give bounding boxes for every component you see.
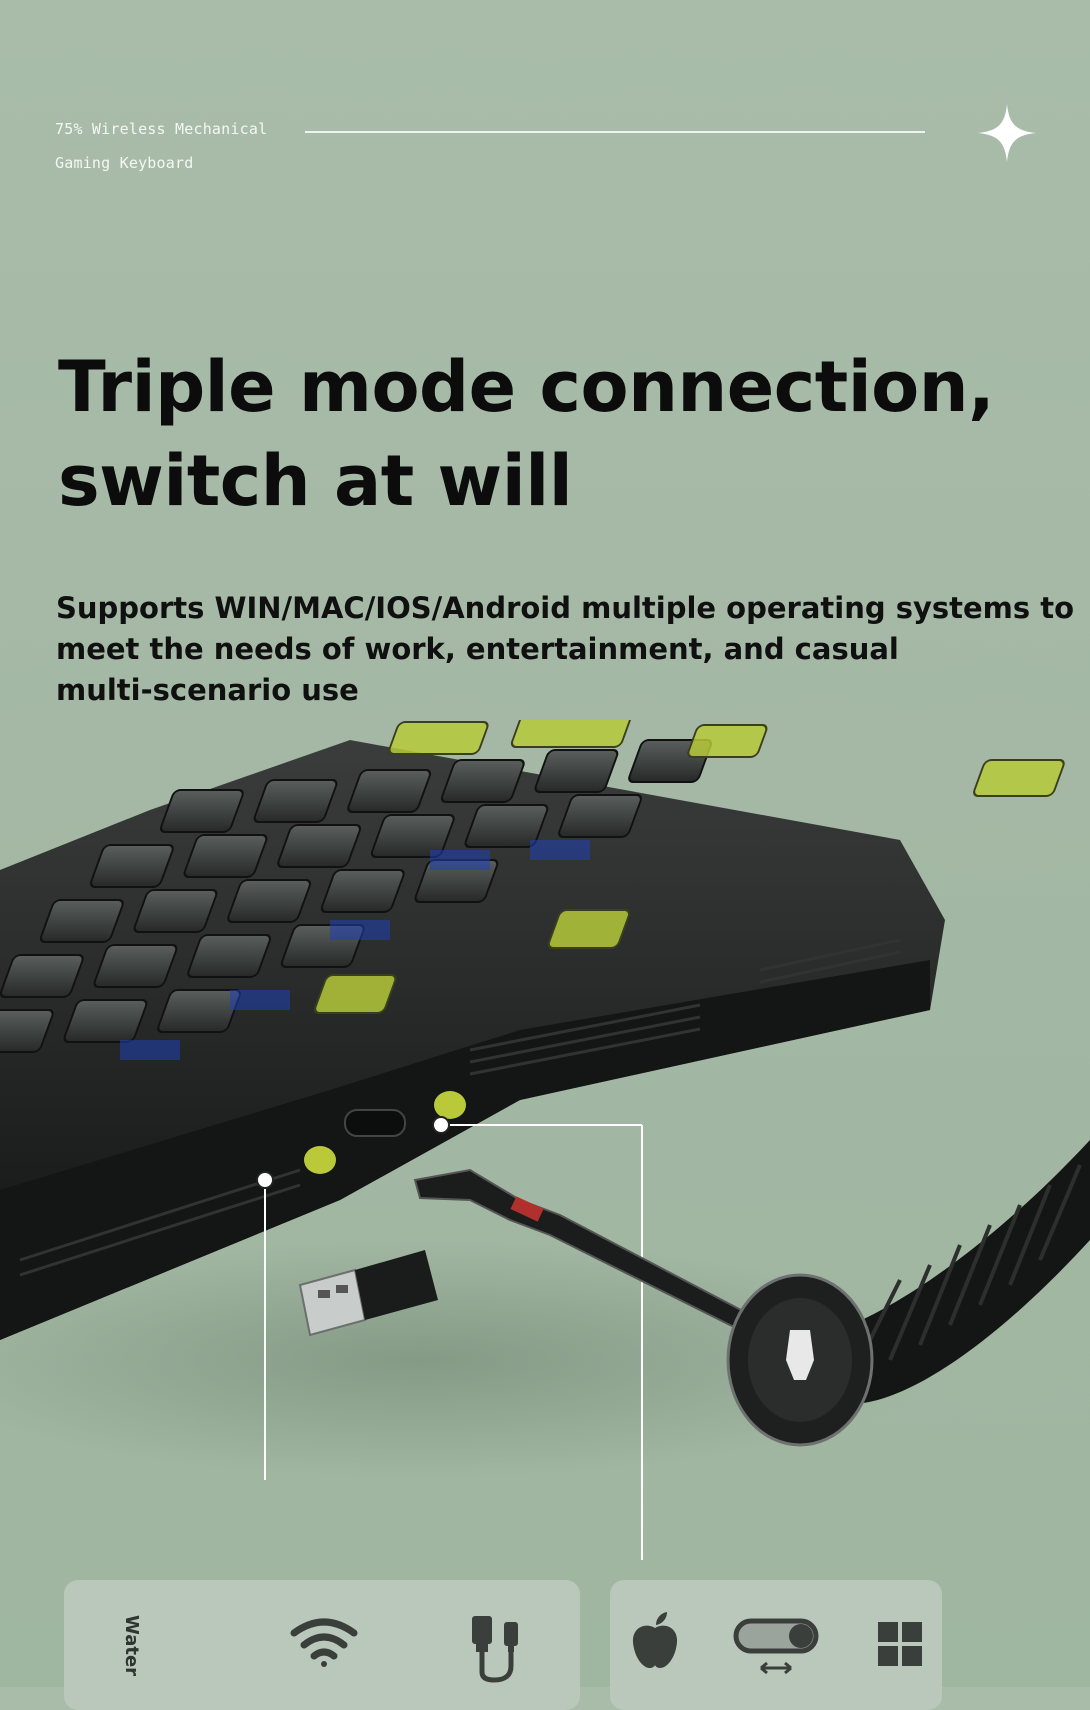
bottom-label: Water <box>121 1615 142 1677</box>
title-line-1: Triple mode connection, <box>58 346 995 428</box>
header-divider <box>305 131 925 133</box>
feature-description: Supports WIN/MAC/IOS/Android multiple op… <box>56 588 1075 711</box>
description-line-3: multi-scenario use <box>56 673 359 707</box>
tagline-line-2: Gaming Keyboard <box>55 154 194 172</box>
title-line-2: switch at will <box>58 440 573 522</box>
tagline-line-1: 75% Wireless Mechanical <box>55 120 268 138</box>
description-line-2: meet the needs of work, entertainment, a… <box>56 632 899 666</box>
windows-icon <box>878 1622 922 1666</box>
page-title: Triple mode connection, switch at will <box>58 340 995 528</box>
apple-icon <box>632 1612 678 1668</box>
switch-toggle-icon <box>733 1618 819 1675</box>
description-line-1: Supports WIN/MAC/IOS/Android multiple op… <box>56 591 1075 625</box>
product-tagline: 75% Wireless Mechanical Gaming Keyboard <box>55 112 267 180</box>
wifi-icon <box>290 1618 358 1667</box>
keyboard-product-image <box>0 720 1090 1560</box>
sparkle-icon <box>978 104 1036 162</box>
usb-cable-icon <box>472 1616 518 1683</box>
